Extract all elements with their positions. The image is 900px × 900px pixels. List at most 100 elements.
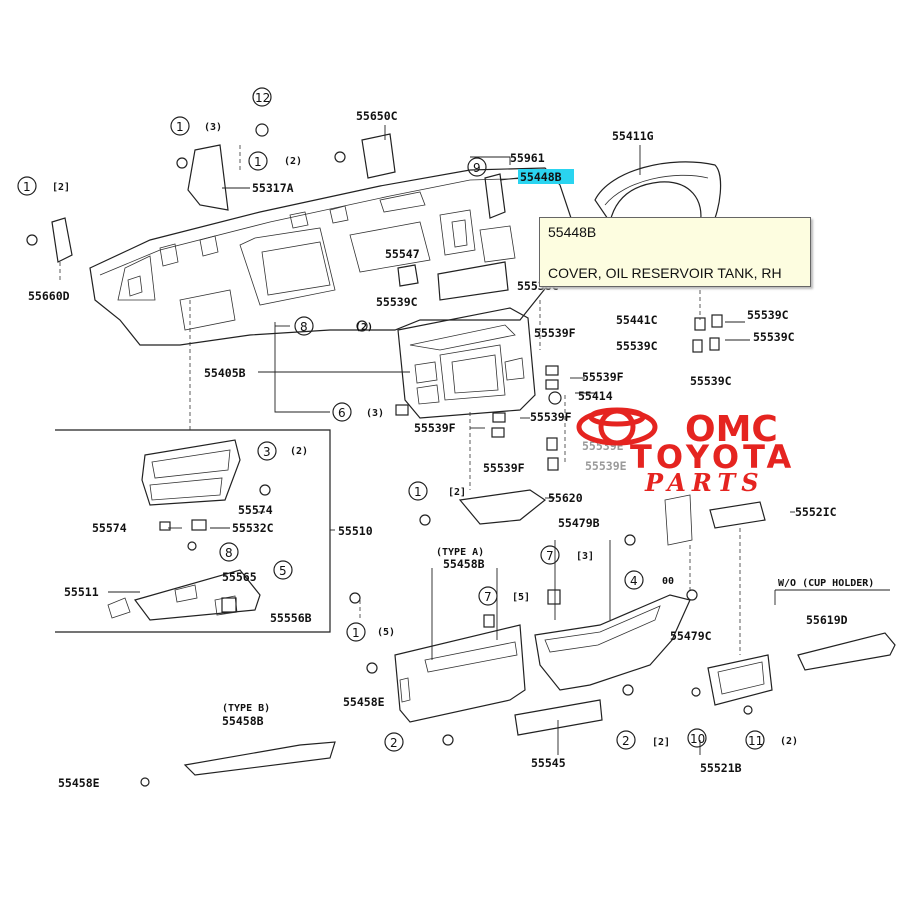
label-55660d[interactable]: 55660D — [28, 289, 70, 303]
reference-lines — [59, 145, 741, 655]
label-55458b-b[interactable]: 55458B — [222, 714, 264, 728]
label-55619d[interactable]: 55619D — [806, 613, 848, 627]
qty-c6: (3) — [366, 408, 384, 419]
svg-text:4: 4 — [630, 574, 638, 588]
label-55620[interactable]: 55620 — [548, 491, 583, 505]
svg-text:1: 1 — [23, 180, 31, 194]
center-cluster-panel-drawing — [397, 307, 536, 419]
label-55539f-e[interactable]: 55539F — [483, 461, 525, 475]
qty-c3: (2) — [290, 446, 308, 457]
svg-text:9: 9 — [473, 161, 481, 175]
label-55317a[interactable]: 55317A — [252, 181, 294, 195]
label-55539c-d[interactable]: 55539C — [616, 339, 658, 353]
label-55532c[interactable]: 55532C — [232, 521, 274, 535]
label-55510[interactable]: 55510 — [338, 524, 373, 538]
svg-text:1: 1 — [414, 485, 422, 499]
watermark-line1: OMC — [685, 409, 778, 450]
label-55405b[interactable]: 55405B — [204, 366, 246, 380]
qty-c7: [5] — [512, 592, 530, 603]
circle-ref-3: 3 — [257, 441, 277, 461]
qty-c2-right: [2] — [652, 737, 670, 748]
label-55411g[interactable]: 55411G — [612, 129, 654, 143]
label-55539c-a[interactable]: 55539C — [376, 295, 418, 309]
label-55539c-e[interactable]: 55539C — [690, 374, 732, 388]
label-55521c[interactable]: 5552IC — [795, 505, 837, 519]
label-55479c[interactable]: 55479C — [670, 629, 712, 643]
omc-toyota-parts-watermark: OMC TOYOTA PARTS — [576, 407, 795, 495]
label-55539f-b[interactable]: 55539F — [582, 370, 624, 384]
label-55574-b[interactable]: 55574 — [92, 521, 127, 535]
label-55511[interactable]: 55511 — [64, 585, 99, 599]
qty-c7-right: [3] — [576, 551, 594, 562]
plate-55545-drawing — [514, 699, 603, 736]
lower-panel-type-a-drawing — [394, 624, 526, 723]
label-55479b[interactable]: 55479B — [558, 516, 600, 530]
vent-55650c-drawing — [361, 133, 396, 179]
label-55539e-b[interactable]: 55539E — [585, 459, 627, 473]
label-55539f-d[interactable]: 55539F — [414, 421, 456, 435]
qty-c1-left: [2] — [52, 182, 70, 193]
label-55414[interactable]: 55414 — [578, 389, 613, 403]
part-labels: 55660D 55317A 55650C 55961 55448B 55411G… — [28, 109, 848, 790]
toyota-emblem-icon — [576, 407, 658, 446]
fasteners — [26, 123, 753, 787]
qty-c4: 00 — [662, 576, 674, 587]
bracket-55317a-drawing — [187, 144, 229, 211]
circle-ref-4: 4 — [624, 570, 644, 590]
svg-text:2: 2 — [622, 734, 630, 748]
svg-text:8: 8 — [300, 320, 308, 334]
label-55961[interactable]: 55961 — [510, 151, 545, 165]
variant-notes: (TYPE A) (TYPE B) W/O (CUP HOLDER) (3) (… — [52, 122, 874, 748]
box-55521c-drawing — [709, 501, 766, 529]
label-55574-a[interactable]: 55574 — [238, 503, 273, 517]
label-55565[interactable]: 55565 — [222, 570, 257, 584]
switch-55547-drawing — [397, 264, 419, 287]
tooltip-part-code: 55448B — [548, 224, 597, 240]
svg-text:3: 3 — [263, 445, 271, 459]
circle-ref-8-a: 8 — [294, 316, 314, 336]
part-tooltip: 55448B COVER, OIL RESERVOIR TANK, RH — [539, 217, 811, 287]
label-55458e-b[interactable]: 55458E — [58, 776, 100, 790]
label-55547[interactable]: 55547 — [385, 247, 420, 261]
qty-c8: (2) — [355, 322, 373, 333]
label-55545[interactable]: 55545 — [531, 756, 566, 770]
label-55539c-c[interactable]: 55539C — [753, 330, 795, 344]
circle-ref-11: 11 — [745, 730, 765, 750]
label-55556b[interactable]: 55556B — [270, 611, 312, 625]
qty-c1-bracket: [2] — [448, 487, 466, 498]
circle-ref-10: 10 — [687, 728, 707, 748]
svg-text:11: 11 — [748, 734, 763, 748]
label-55521b[interactable]: 55521B — [700, 761, 742, 775]
label-55441c[interactable]: 55441C — [616, 313, 658, 327]
circle-ref-12: 12 — [252, 87, 272, 107]
strip-55619d-drawing — [797, 632, 896, 671]
label-55458e-a[interactable]: 55458E — [343, 695, 385, 709]
circle-ref-1-a: 1 — [170, 116, 190, 136]
label-55539c-b[interactable]: 55539C — [747, 308, 789, 322]
selected-part-highlight — [518, 169, 574, 184]
circle-ref-2-b: 2 — [616, 730, 636, 750]
qty-c11: (2) — [780, 736, 798, 747]
label-55539f-a[interactable]: 55539F — [534, 326, 576, 340]
svg-text:7: 7 — [546, 549, 554, 563]
label-55650c[interactable]: 55650C — [356, 109, 398, 123]
label-55458b-a[interactable]: 55458B — [443, 557, 485, 571]
vent-55660d-drawing — [51, 217, 73, 263]
cover-55448b-drawing — [484, 173, 506, 219]
watermark-line2: TOYOTA — [630, 438, 795, 476]
instrument-panel-drawing — [89, 167, 602, 346]
note-cup-holder: W/O (CUP HOLDER) — [778, 578, 874, 589]
svg-text:1: 1 — [254, 155, 262, 169]
svg-text:6: 6 — [338, 406, 346, 420]
svg-text:8: 8 — [225, 546, 233, 560]
label-55539f-c[interactable]: 55539F — [530, 410, 572, 424]
svg-text:5: 5 — [279, 564, 287, 578]
circle-ref-5: 5 — [273, 560, 293, 580]
qty-c1-top: (3) — [204, 122, 222, 133]
circle-ref-1-c: 1 — [17, 176, 37, 196]
meter-hood-drawing — [594, 161, 722, 226]
watermark-line3: PARTS — [644, 468, 765, 495]
label-55448b[interactable]: 55448B — [520, 170, 562, 184]
